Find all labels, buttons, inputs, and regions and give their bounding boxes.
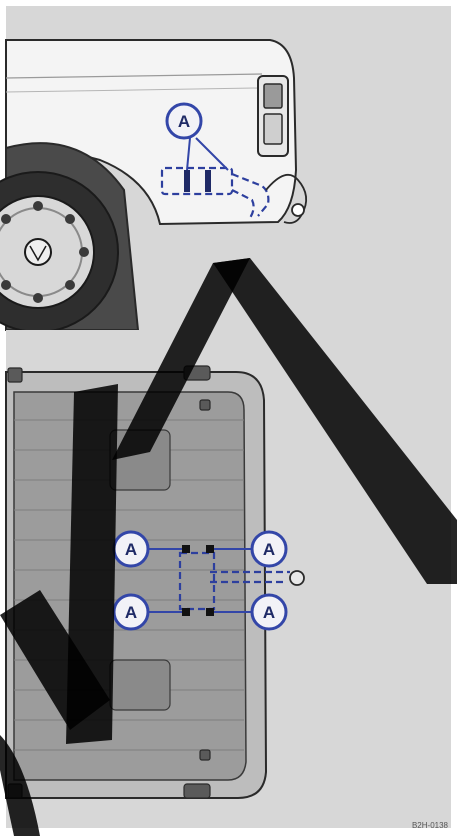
connector-clamp (184, 170, 190, 192)
wheel-well-cover (110, 660, 170, 710)
image-code: B2H-0138 (412, 821, 449, 830)
tail-light (258, 76, 288, 156)
connector-clamp (205, 170, 211, 192)
callout-a-bottom-left: A (114, 595, 148, 629)
svg-text:A: A (125, 540, 137, 559)
callout-a-top-left: A (114, 532, 148, 566)
svg-text:A: A (263, 603, 275, 622)
panel-gap (6, 330, 451, 344)
callout-a-top-right: A (252, 532, 286, 566)
svg-text:A: A (178, 112, 190, 131)
callout-a-fender: A (167, 104, 201, 138)
bed-trailer-socket (290, 571, 304, 585)
svg-text:A: A (125, 603, 137, 622)
callout-a-bottom-right: A (252, 595, 286, 629)
trailer-socket (292, 204, 304, 216)
svg-text:A: A (263, 540, 275, 559)
